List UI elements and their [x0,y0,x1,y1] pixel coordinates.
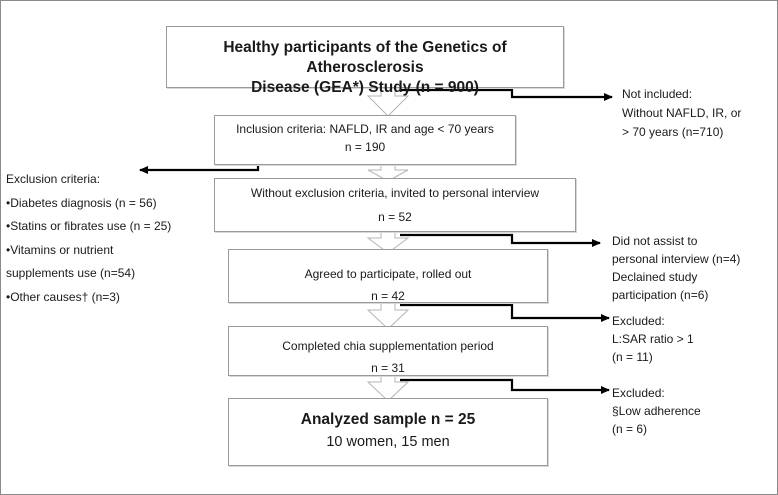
note-line: (n = 6) [612,422,648,436]
note-line: personal interview (n=4) [612,252,741,266]
box-completed-chia: Completed chia supplementation period n … [228,326,548,376]
box-invited-count: n = 52 [378,210,412,224]
box-analyzed-breakdown: 10 women, 15 men [326,434,450,450]
exclusion-criteria-list: Exclusion criteria: •Diabetes diagnosis … [6,168,171,309]
note-line: > 70 years (n=710) [622,125,724,139]
flow-arrow-4 [366,302,410,330]
box-completed-count: n = 31 [371,361,405,375]
note-line: (n = 11) [612,350,653,364]
connector-excluded-lsar [400,303,610,322]
note-excluded-lsar: Excluded: L:SAR ratio > 1 (n = 11) [612,312,694,366]
exclusion-heading: Exclusion criteria: [6,172,101,186]
connector-did-not-assist [400,233,601,247]
note-line: participation (n=6) [612,288,709,302]
note-line: Excluded: [612,386,665,400]
box-agreed-count: n = 42 [371,289,405,303]
box-agreed-participate: Agreed to participate, rolled out n = 42 [228,249,548,303]
note-line: Without NAFLD, IR, or [622,106,742,120]
flow-arrow-3 [366,231,410,254]
box-inclusion-criteria: Inclusion criteria: NAFLD, IR and age < … [214,115,516,165]
note-excluded-adherence: Excluded: §Low adherence (n = 6) [612,384,701,438]
note-did-not-assist: Did not assist to personal interview (n=… [612,232,740,304]
exclusion-item: •Diabetes diagnosis (n = 56) [6,195,157,210]
note-line: Excluded: [612,314,665,328]
exclusion-item: •Vitamins or nutrient [6,242,114,257]
note-line: §Low adherence [612,404,701,418]
box-agreed-label: Agreed to participate, rolled out [304,267,472,281]
box-gea-participants: Healthy participants of the Genetics of … [166,26,564,96]
exclusion-item: •Statins or fibrates use (n = 25) [6,219,172,233]
flow-arrow-1 [366,87,410,117]
box-invited-label: Without exclusion criteria, invited to p… [250,186,540,200]
exclusion-item: supplements use (n=54) [6,266,136,280]
box-gea-count: Disease (GEA*) Study (n = 900) [251,79,479,96]
note-line: L:SAR ratio > 1 [612,332,694,346]
box-gea-title: Healthy participants of the Genetics of … [223,39,507,76]
box-inclusion-count: n = 190 [344,140,386,154]
box-inclusion-label: Inclusion criteria: NAFLD, IR and age < … [236,122,494,136]
note-line: Did not assist to [612,234,698,248]
box-completed-label: Completed chia supplementation period [282,339,494,353]
note-line: Declained study [612,270,698,284]
connector-excluded-adherence [400,378,610,394]
note-not-included: Not included: Without NAFLD, IR, or > 70… [622,85,741,142]
flow-arrow-5 [366,375,410,402]
connector-not-included [400,88,613,101]
flow-arrow-2 [367,164,409,182]
box-invited-interview: Without exclusion criteria, invited to p… [214,178,576,232]
box-analyzed-sample: Analyzed sample n = 25 10 women, 15 men [228,398,548,466]
note-line: Not included: [622,87,693,101]
box-analyzed-label: Analyzed sample n = 25 [300,411,476,428]
exclusion-item: •Other causes† (n=3) [6,289,120,304]
